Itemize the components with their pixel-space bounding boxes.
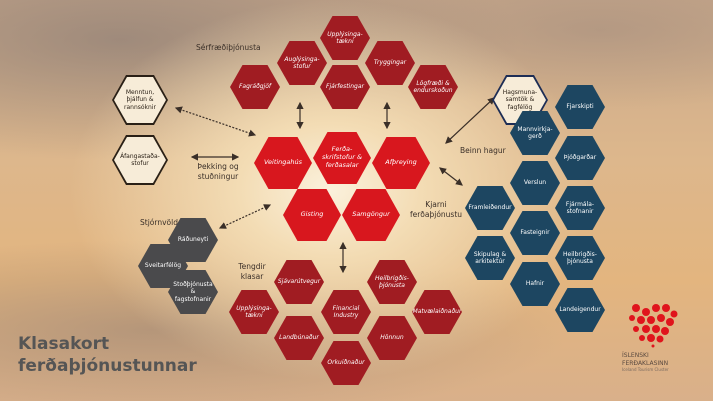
hex-related: Landbúnaður bbox=[274, 316, 324, 360]
hex-specialist: Upplýsinga-tækni bbox=[320, 16, 370, 60]
arrow-direct bbox=[439, 167, 463, 186]
hex-specialist: Auglýsinga-stofur bbox=[277, 41, 327, 85]
hex-direct: Skipulag & arkitektúr bbox=[465, 236, 515, 280]
hex-direct: Framleiðendur bbox=[465, 186, 515, 230]
hex-government: Stoðþjónusta & fagstofnanir bbox=[168, 270, 218, 314]
hex-related: Orkuiðnaður bbox=[321, 341, 371, 385]
label-specialist: Sérfræðiþjónusta bbox=[196, 43, 261, 52]
label-related: Tengdir klasar bbox=[238, 262, 266, 281]
hex-related: Matvælaiðnaður bbox=[412, 290, 462, 334]
hex-related: Financial Industry bbox=[321, 290, 371, 334]
label-direct: Beinn hagur bbox=[460, 146, 506, 155]
logo: ÍSLENSKI FERÐAKLASINN Iceland Tourism Cl… bbox=[622, 300, 692, 372]
hex-related: Hönnun bbox=[367, 316, 417, 360]
label-government: Stjórnvöld bbox=[140, 218, 178, 227]
hex-related: Sjávarútvegur bbox=[274, 260, 324, 304]
hex-related: Heilbrigðis-þjónusta bbox=[367, 260, 417, 304]
hex-specialist: Fjárfestingar bbox=[320, 65, 370, 109]
label-knowledge: Þekking og stuðningur bbox=[197, 162, 239, 181]
hex-specialist: Lögfræði & endurskoðun bbox=[408, 65, 458, 109]
logo-line1: ÍSLENSKI bbox=[622, 352, 649, 359]
logo-subtitle: Iceland Tourism Cluster bbox=[622, 367, 669, 372]
arrow-associations bbox=[445, 97, 495, 144]
logo-line2: FERÐAKLASINN bbox=[622, 359, 669, 367]
arrow-government bbox=[218, 204, 272, 229]
label-core: Kjarni ferðaþjónustu bbox=[409, 200, 463, 219]
hex-related: Upplýsinga-tækni bbox=[229, 290, 279, 334]
arrow-education bbox=[174, 106, 257, 137]
heart-hex-logo-icon bbox=[629, 304, 678, 348]
hex-specialist: Tryggingar bbox=[365, 41, 415, 85]
